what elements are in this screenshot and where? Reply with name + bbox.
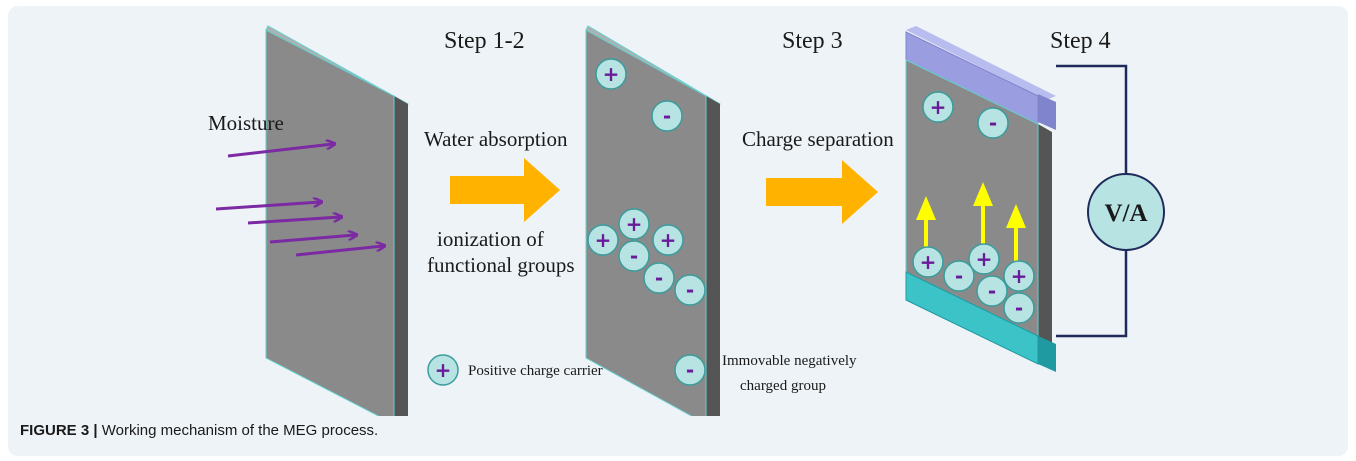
migration-arrow-head (1006, 204, 1026, 228)
positive-sign: + (603, 62, 620, 86)
moisture-arrows (215, 144, 383, 257)
ions-panel-3: + - + - + - + - (912, 91, 1035, 324)
moisture-arrow (227, 144, 333, 158)
ionization-label-line2: functional groups (427, 253, 575, 277)
migration-arrow-shaft (981, 204, 985, 256)
process-arrow-2 (766, 160, 878, 224)
panel-1-side (394, 96, 408, 416)
top-electrode-top (906, 26, 1056, 100)
external-circuit (1056, 64, 1128, 338)
legend-negative-label-line1: Immovable negatively (722, 353, 857, 369)
moisture-arrow (295, 246, 383, 257)
positive-sign: + (976, 247, 993, 271)
top-electrode-side (1038, 94, 1056, 130)
legend-positive-icon (427, 354, 459, 386)
negative-sign: - (686, 278, 694, 302)
voltmeter[interactable] (1087, 173, 1165, 251)
step-4-label: Step 4 (1050, 28, 1111, 54)
moisture-label: Moisture (208, 111, 284, 135)
negative-ion (643, 262, 675, 294)
wire-top (1056, 64, 1128, 174)
positive-ion (922, 91, 954, 123)
step-3-label: Step 3 (782, 28, 843, 54)
moisture-arrow (269, 235, 355, 244)
migration-arrows (916, 182, 1026, 262)
figure-frame: V/A + - + + + - - - + - + - + - + - (8, 6, 1348, 456)
negative-ion (977, 107, 1009, 139)
positive-ion (968, 243, 1000, 275)
negative-sign: - (663, 104, 671, 128)
water-absorption-label: Water absorption (424, 127, 568, 151)
legend: + Positive charge carrier - Immovable ne… (427, 353, 857, 394)
legend-positive-sign: + (435, 358, 452, 382)
negative-sign: - (955, 264, 963, 288)
positive-sign: + (595, 228, 612, 252)
positive-ion (587, 224, 619, 256)
mechanism-diagram: V/A + - + + + - - - + - + - + - + - (208, 25, 1165, 416)
negative-sign: - (989, 111, 997, 135)
panel-3-side (1038, 124, 1052, 344)
caption-label: FIGURE 3 | (20, 422, 98, 439)
charge-separation-label: Charge separation (742, 127, 894, 151)
negative-sign: - (630, 244, 638, 268)
negative-ion (1003, 292, 1035, 324)
negative-sign: - (1015, 296, 1023, 320)
figure-caption: FIGURE 3 | Working mechanism of the MEG … (20, 422, 378, 439)
negative-ion (651, 100, 683, 132)
positive-ion (1003, 260, 1035, 292)
bottom-electrode-side (1038, 336, 1056, 372)
negative-ion (674, 274, 706, 306)
legend-negative-label-line2: charged group (740, 378, 826, 394)
negative-sign: - (655, 266, 663, 290)
panel-1-front (265, 29, 395, 416)
positive-sign: + (1011, 264, 1028, 288)
process-arrow-1 (450, 158, 560, 222)
bottom-electrode (905, 271, 1039, 365)
negative-ion (943, 260, 975, 292)
moisture-arrow (215, 202, 320, 211)
positive-ion (595, 58, 627, 90)
migration-arrow-head (973, 182, 993, 206)
voltmeter-label: V/A (1104, 200, 1147, 227)
panel-1 (265, 25, 409, 416)
migration-arrow-shaft (924, 218, 928, 260)
positive-ion (912, 246, 944, 278)
step-1-2-label: Step 1-2 (444, 28, 525, 54)
caption-text: Working mechanism of the MEG process. (97, 422, 379, 439)
migration-arrow-head (916, 196, 936, 220)
positive-sign: + (920, 250, 937, 274)
ionization-label-line1: ionization of (437, 227, 544, 251)
wire-bottom (1056, 250, 1128, 338)
legend-negative-icon (674, 354, 706, 386)
ions-panel-2: + - + + + - - - (587, 58, 706, 306)
migration-arrow-shaft (1014, 226, 1018, 262)
legend-negative-sign: - (686, 358, 694, 382)
negative-sign: - (988, 279, 996, 303)
positive-ion (618, 208, 650, 240)
positive-sign: + (930, 95, 947, 119)
negative-ion (618, 240, 650, 272)
legend-positive-label: Positive charge carrier (468, 363, 603, 379)
positive-sign: + (626, 212, 643, 236)
moisture-arrow (247, 217, 340, 225)
panel-2-side (706, 96, 720, 416)
positive-sign: + (660, 228, 677, 252)
negative-ion (976, 275, 1008, 307)
positive-ion (652, 224, 684, 256)
